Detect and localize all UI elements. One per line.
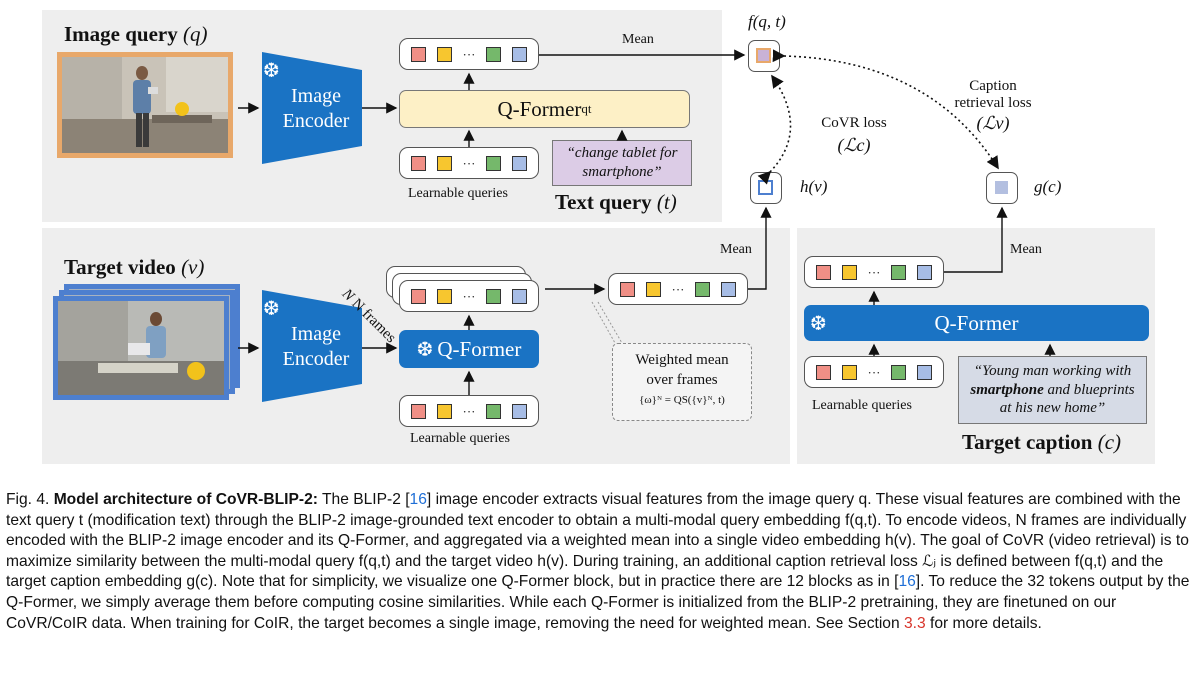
token-ellipsis: ··· [462,155,476,171]
token-red [411,288,427,304]
diagram-connectors [238,49,1056,395]
token-blue [511,403,527,419]
qformer-qt-output-tokens: ··· [399,38,539,70]
video-frame-tokens-front: ··· [399,280,539,312]
qformer-caption: ❆ Q-Former [804,305,1149,341]
g-c-label: g(c) [1034,177,1062,196]
image-query-photo [57,52,233,158]
snowflake-icon: ❆ [810,311,827,335]
caption-bold-word: smartphone [970,381,1044,398]
weighted-mean-line1: Weighted mean [635,352,729,368]
video-frame-front [53,296,229,400]
text-query-title: Text query (t) [555,190,677,214]
token-red [816,364,832,380]
image-encoder-top-label: Image Encoder [282,85,350,132]
image-encoder-top [262,52,362,164]
token-ellipsis: ··· [671,281,685,297]
target-caption-title: Target caption (c) [962,430,1122,454]
weighted-mean-line2: over frames [646,372,718,388]
token-green [695,281,711,297]
token-ellipsis: ··· [462,288,476,304]
token-red [411,46,427,62]
mean-label-top: Mean [622,32,654,47]
video-mean-tokens: ··· [608,273,748,305]
text-query-box: “change tablet for smartphone” [552,140,692,186]
token-green [891,264,907,280]
token-ellipsis: ··· [867,264,881,280]
token-green [891,364,907,380]
token-ellipsis: ··· [462,403,476,419]
section-link[interactable]: 3.3 [904,614,926,632]
token-blue [511,288,527,304]
construction-worker-image [62,57,228,153]
figure-caption: Fig. 4. Model architecture of CoVR-BLIP-… [6,491,1190,632]
qformer-video: ❆ Q-Former [399,330,539,368]
snowflake-icon: ❆ [263,58,280,82]
image-encoder-bottom [262,290,362,402]
token-red [411,155,427,171]
token-ellipsis: ··· [462,46,476,62]
learnable-queries-caption: ··· [804,356,944,388]
citation-link[interactable]: 16 [409,491,427,508]
token-yellow [436,46,452,62]
token-blue [916,264,932,280]
token-blue [511,46,527,62]
learnable-queries-video-label: Learnable queries [410,431,510,446]
token-green [486,46,502,62]
token-green [486,403,502,419]
token-blue [916,364,932,380]
caption-output-tokens: ··· [804,256,944,288]
token-yellow [841,264,857,280]
token-yellow [841,364,857,380]
learnable-queries-video: ··· [399,395,539,427]
token-yellow [436,155,452,171]
token-ellipsis: ··· [867,364,881,380]
mean-label-caption: Mean [1010,242,1042,257]
h-v-label: h(v) [800,177,828,196]
weighted-mean-formula: {ω}ᴺ = QS({v}ᴺ, t) [639,394,725,406]
snowflake-icon: ❆ [263,296,280,320]
token-red [816,264,832,280]
token-yellow [436,403,452,419]
man-with-blueprints-image [58,301,224,395]
token-green [486,288,502,304]
weighted-mean-box: Weighted mean over frames {ω}ᴺ = QS({v}ᴺ… [612,343,752,421]
f-qt-label: f(q, t) [748,12,786,31]
mean-label-video: Mean [720,242,752,257]
token-yellow [436,288,452,304]
token-yellow [645,281,661,297]
learnable-queries-top-label: Learnable queries [408,186,508,201]
caption-text-box: “Young man working with smartphone and b… [958,356,1147,424]
token-red [620,281,636,297]
snowflake-icon: ❆ [416,337,434,361]
citation-link[interactable]: 16 [898,573,916,591]
image-encoder-bottom-label: Image Encoder [282,323,350,370]
token-blue [720,281,736,297]
learnable-queries-caption-label: Learnable queries [812,398,912,413]
token-green [486,155,502,171]
image-query-title: Image query (q) [64,22,208,46]
token-blue [511,155,527,171]
token-red [411,403,427,419]
target-video-title: Target video (v) [64,255,205,279]
learnable-queries-top: ··· [399,147,539,179]
g-c-embedding [986,172,1018,204]
